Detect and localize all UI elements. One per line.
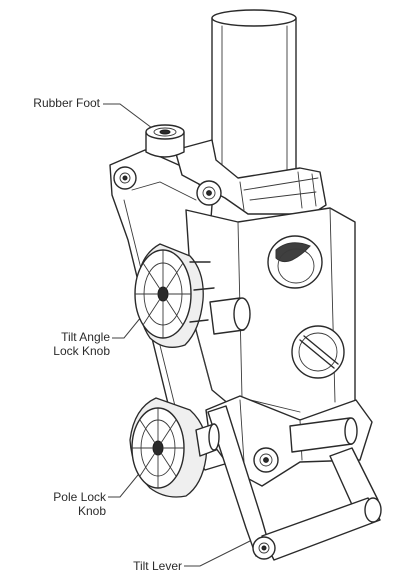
label-tilt-lever: Tilt Lever (90, 559, 182, 573)
label-tilt-angle-line1: Tilt Angle (61, 330, 110, 344)
bolt-lower (253, 447, 279, 473)
label-tilt-angle-lock-knob: Tilt Angle Lock Knob (14, 330, 110, 358)
label-pole-lock-line1: Pole Lock (53, 490, 106, 504)
label-pole-lock-knob: Pole Lock Knob (14, 490, 106, 518)
lower-slotted-screw (291, 325, 345, 379)
cross-bar (289, 417, 358, 453)
bolt-upper-left (113, 166, 137, 190)
leader-tilt-lever (184, 539, 253, 567)
label-rubber-foot: Rubber Foot (14, 96, 100, 110)
pole-tube (211, 9, 297, 191)
upper-hole (267, 235, 323, 289)
leader-pole-lock-knob (108, 469, 143, 498)
bolt-collar (196, 180, 222, 206)
rubber-foot-part (145, 124, 185, 158)
label-tilt-angle-line2: Lock Knob (53, 344, 110, 358)
label-rubber-foot-text: Rubber Foot (33, 96, 100, 110)
tilt-lever-part (207, 405, 382, 561)
leader-rubber-foot (103, 103, 153, 129)
label-pole-lock-line2: Knob (77, 504, 106, 518)
tilt-angle-knob-part (134, 243, 215, 348)
label-tilt-lever-text: Tilt Lever (133, 559, 182, 573)
pole-lock-knob-part (129, 397, 220, 498)
center-axle (209, 297, 251, 335)
